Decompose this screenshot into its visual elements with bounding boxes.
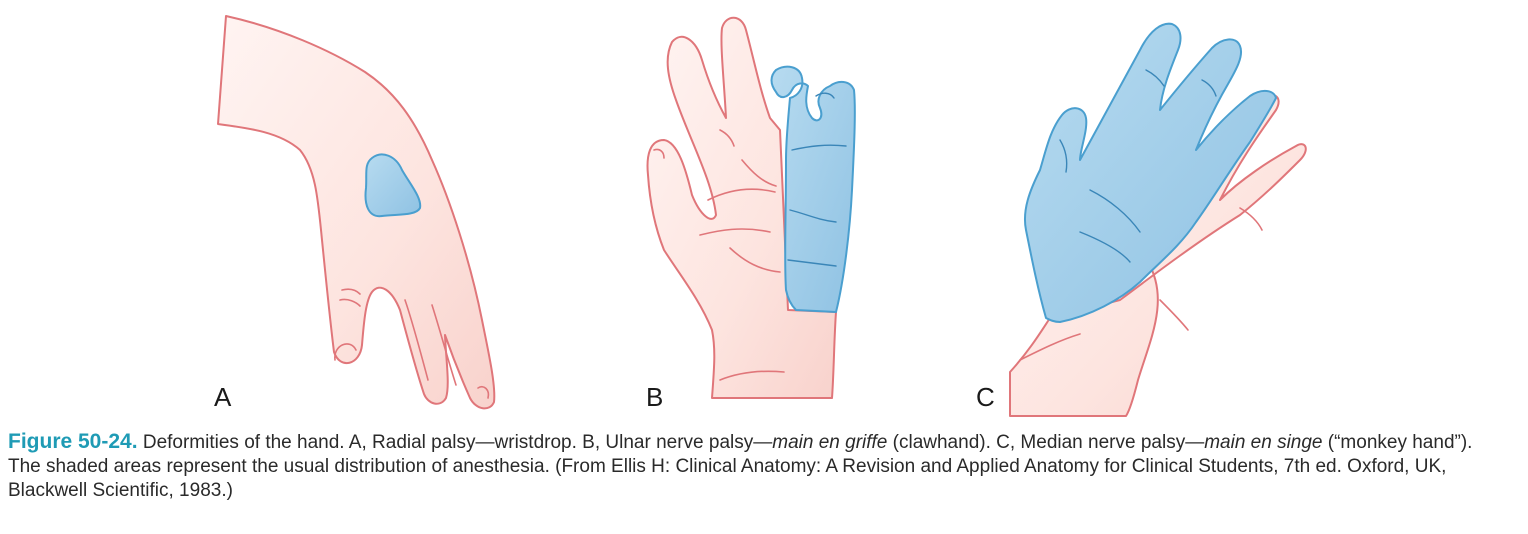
- caption-a-text: Radial palsy—wristdrop.: [366, 432, 583, 453]
- panel-b-thumbnail: [653, 148, 665, 159]
- panel-c-blue-crease-5: [1059, 139, 1068, 173]
- panel-a-drawing: A: [214, 15, 496, 412]
- caption-intro: Deformities of the hand.: [137, 432, 349, 453]
- panel-c-crease-2: [1159, 299, 1189, 331]
- panel-a-finger-line-2: [431, 304, 457, 386]
- caption-c-italic: main en singe: [1204, 432, 1323, 453]
- caption-c-label: C,: [996, 432, 1016, 453]
- panel-b-blue-crease-3: [787, 259, 837, 267]
- panel-b-drawing: B: [646, 16, 856, 412]
- panel-c-wrist-crease-1: [1019, 333, 1081, 361]
- panel-b-palm-crease-4: [741, 159, 777, 187]
- caption-b-after: (clawhand).: [887, 432, 997, 453]
- panel-a-hand: [217, 15, 496, 410]
- panel-b-palm-crease-2: [707, 188, 776, 201]
- panel-b-blue-crease-1: [791, 144, 847, 151]
- panel-a-finger-line-1: [404, 299, 429, 381]
- panel-c-crease-3: [1239, 207, 1263, 231]
- caption-b-italic: main en griffe: [772, 432, 888, 453]
- panel-a-anesthesia-area: [364, 153, 422, 218]
- panel-a-crease-2: [341, 288, 361, 295]
- panel-a-fingernail: [477, 385, 490, 399]
- panel-c-blue-crease-4: [1201, 79, 1217, 97]
- panel-b-hand: [646, 16, 837, 399]
- panel-b-finger-crease: [719, 129, 735, 147]
- panel-a-thumbnail: [334, 343, 357, 361]
- figure-number: Figure 50-24.: [8, 430, 138, 453]
- panel-c-drawing: C: [976, 22, 1307, 417]
- panel-b-palm-crease-3: [729, 247, 781, 273]
- panel-c-blue-crease-3: [1145, 69, 1165, 87]
- panel-b-wrist-crease: [719, 370, 785, 381]
- panel-b-anesthesia-area: [770, 65, 856, 313]
- panel-b-palm-crease-1: [699, 228, 771, 236]
- panel-c-blue-crease-2: [1079, 231, 1131, 263]
- panel-c-anesthesia-area: [1024, 22, 1277, 323]
- caption-c-text: Median nerve palsy—: [1015, 432, 1205, 453]
- caption-c-after: (“monkey hand”). The shaded areas repres…: [8, 432, 1473, 501]
- panel-b-blue-nail: [815, 92, 835, 99]
- hand-deformities-illustration: A B C: [214, 15, 1307, 417]
- panel-b-blue-crease-2: [789, 209, 837, 223]
- caption-b-text: Ulnar nerve palsy—: [600, 432, 773, 453]
- panel-c-label: C: [976, 382, 995, 412]
- caption-a-label: A,: [348, 432, 367, 453]
- panel-a-crease-1: [339, 298, 361, 307]
- figure-caption: Figure 50-24. Deformities of the hand. A…: [8, 430, 1508, 503]
- panel-a-label: A: [214, 382, 232, 412]
- panel-b-label: B: [646, 382, 663, 412]
- caption-b-label: B,: [582, 432, 601, 453]
- panel-c-blue-crease-1: [1089, 189, 1141, 233]
